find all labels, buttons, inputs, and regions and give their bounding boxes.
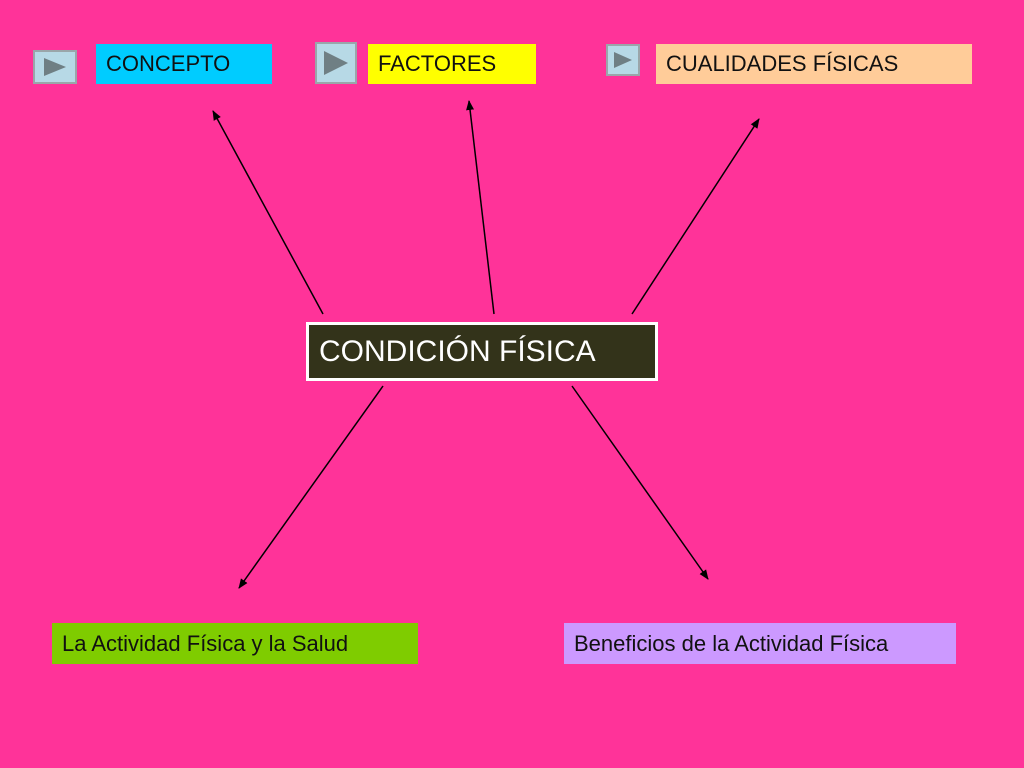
arrow-to-beneficios	[571, 385, 709, 580]
arrow-to-concepto	[212, 110, 324, 315]
play-triangle-icon	[614, 52, 632, 68]
node-beneficios-actividad-fisica[interactable]: Beneficios de la Actividad Física	[564, 623, 956, 664]
play-button-factores[interactable]	[315, 42, 357, 84]
play-triangle-icon	[324, 51, 348, 75]
node-factores[interactable]: FACTORES	[368, 44, 536, 84]
play-button-cualidades[interactable]	[606, 44, 640, 76]
arrow-to-factores	[466, 100, 495, 315]
node-actividad-fisica-salud[interactable]: La Actividad Física y la Salud	[52, 623, 418, 664]
arrow-to-salud	[238, 385, 384, 589]
node-concepto[interactable]: CONCEPTO	[96, 44, 272, 84]
node-cualidades-fisicas[interactable]: CUALIDADES FÍSICAS	[656, 44, 972, 84]
play-button-concepto[interactable]	[33, 50, 77, 84]
play-triangle-icon	[44, 58, 66, 76]
arrow-to-cualidades	[631, 118, 760, 315]
node-condicion-fisica: CONDICIÓN FÍSICA	[306, 322, 658, 381]
